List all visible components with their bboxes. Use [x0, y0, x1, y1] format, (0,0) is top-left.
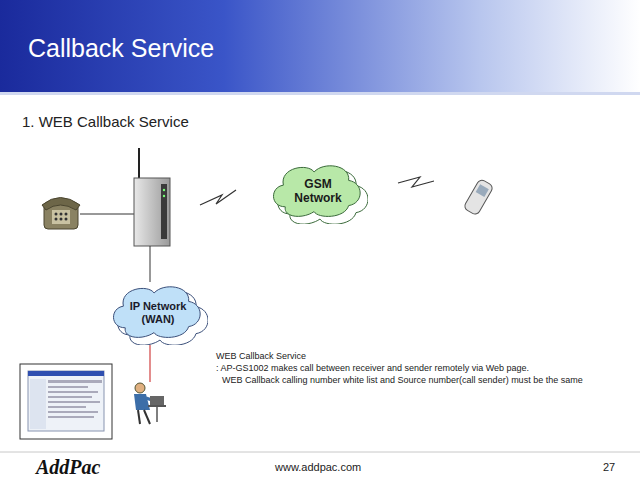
ip-network-cloud: IP Network (WAN)	[108, 281, 208, 345]
page-number: 27	[603, 461, 615, 473]
mobile-phone-icon	[463, 178, 494, 215]
node-label: GSM Network	[288, 178, 348, 206]
phone-line	[80, 214, 134, 215]
wan-line	[150, 246, 151, 282]
telephone-icon	[42, 198, 80, 230]
header-rule	[0, 92, 640, 95]
gateway-device	[134, 148, 170, 246]
header-band	[0, 0, 640, 92]
gsm-network-cloud: GSM Network	[268, 160, 368, 224]
node-label: IP Network (WAN)	[128, 300, 188, 325]
footer-url: www.addpac.com	[275, 461, 361, 473]
note-text: WEB Callback calling number white list a…	[222, 375, 583, 385]
note-heading: WEB Callback Service	[216, 351, 306, 361]
wireless-link	[398, 177, 434, 187]
note-text: : AP-GS1002 makes call between receiver …	[216, 363, 529, 373]
company-logo: AddPac	[36, 456, 100, 479]
user-icon	[134, 383, 166, 424]
user-line	[149, 345, 150, 382]
slide-title: Callback Service	[28, 34, 214, 63]
footer-rule	[0, 452, 640, 453]
section-heading: 1. WEB Callback Service	[22, 113, 189, 130]
wireless-link	[200, 190, 236, 205]
web-page-screenshot	[20, 364, 112, 439]
